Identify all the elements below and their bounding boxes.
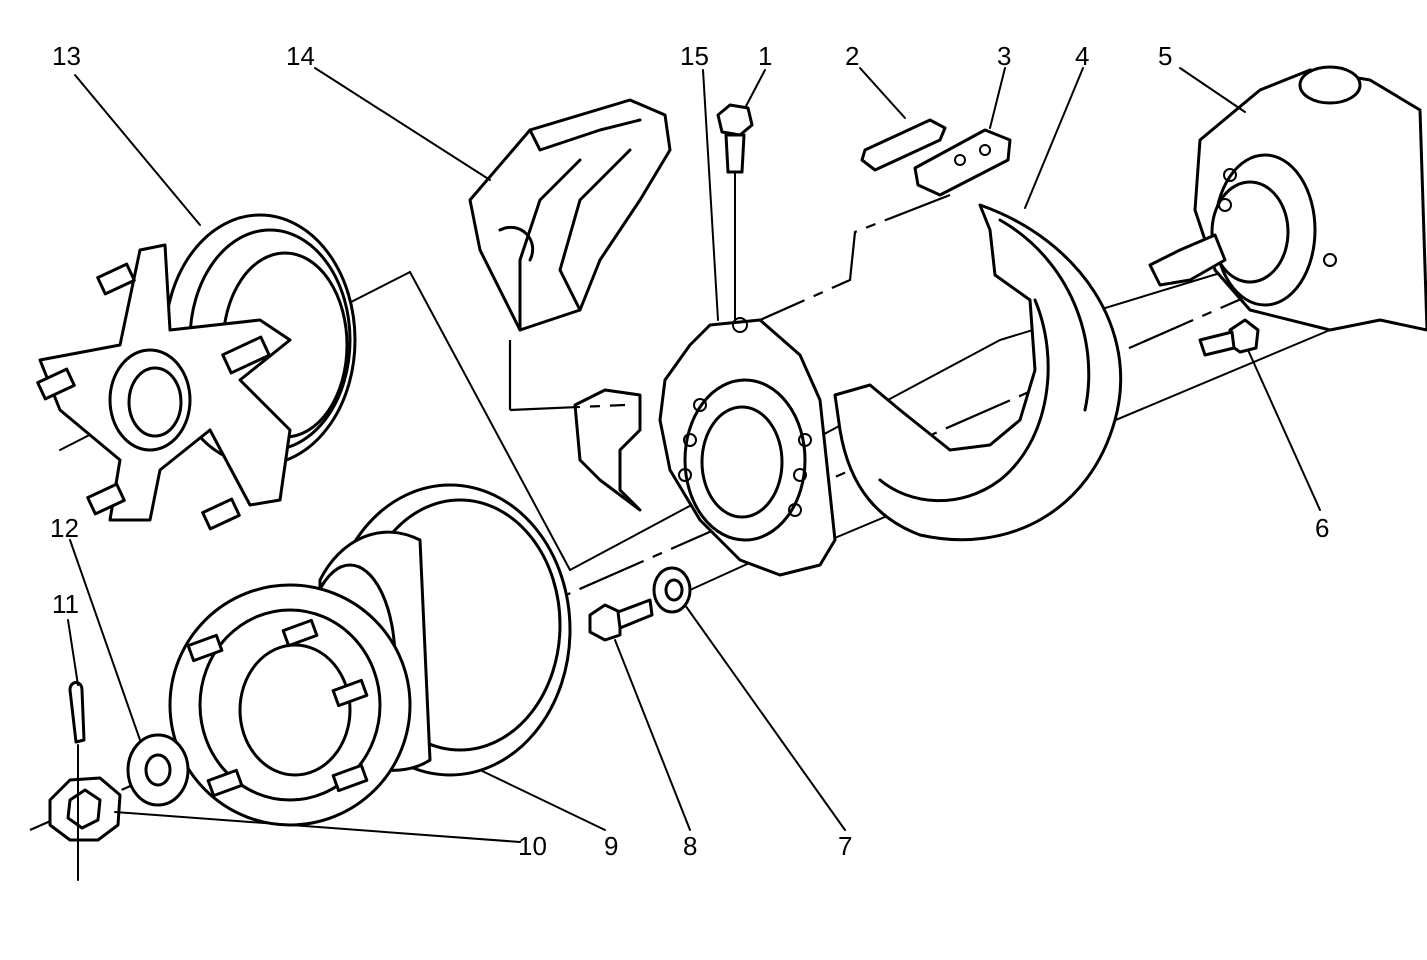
callout-11: 11 <box>52 589 79 619</box>
part-15-anchor-plate <box>508 317 837 577</box>
callout-7: 7 <box>838 831 852 861</box>
part-11-cotter-pin <box>68 681 86 744</box>
part-7-washer <box>652 566 692 614</box>
callout-5: 5 <box>1158 41 1172 71</box>
part-2-clip <box>860 118 947 172</box>
callout-10: 10 <box>518 831 547 861</box>
part-4-splash-shield <box>833 203 1123 542</box>
part-6-bolt <box>1198 318 1260 357</box>
part-1-bolt <box>716 103 754 321</box>
callout-8: 8 <box>683 831 697 861</box>
callout-2: 2 <box>845 41 859 71</box>
callout-9: 9 <box>604 831 618 861</box>
part-hub-with-studs <box>168 583 412 827</box>
part-14-caliper <box>468 98 672 332</box>
part-10-castle-nut <box>48 744 122 881</box>
part-8-bolt <box>588 598 654 642</box>
callout-labels: 1 2 3 4 5 6 7 8 9 10 11 12 13 14 15 <box>50 41 1329 861</box>
part-13-hub <box>36 213 357 531</box>
leader-lines <box>67 67 1321 843</box>
callout-15: 15 <box>680 41 709 71</box>
callout-13: 13 <box>52 41 81 71</box>
callout-1: 1 <box>758 41 772 71</box>
part-12-washer <box>126 733 190 807</box>
callout-3: 3 <box>997 41 1011 71</box>
callout-14: 14 <box>286 41 315 71</box>
part-5-knuckle <box>1148 65 1427 332</box>
part-3-pad <box>759 128 1012 322</box>
callout-4: 4 <box>1075 41 1089 71</box>
callout-12: 12 <box>50 513 79 543</box>
callout-6: 6 <box>1315 513 1329 543</box>
